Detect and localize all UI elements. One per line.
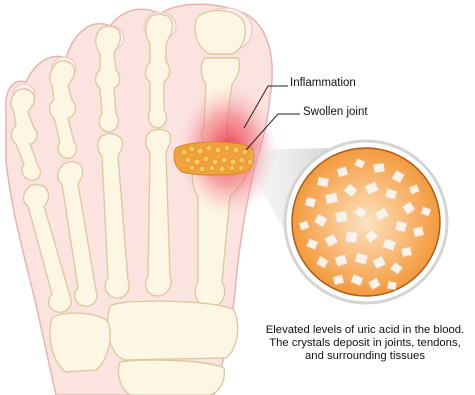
inflammation-label: Inflammation [290,77,356,89]
caption: Elevated levels of uric acid in the bloo… [258,324,472,363]
swollen-joint-label: Swollen joint [303,106,368,118]
caption-line-3: and surrounding tissues [258,350,472,363]
cuboid-bone [50,313,110,372]
crystal-deposit [174,142,254,175]
big-toe-distal-phalanx [195,11,245,55]
caption-line-1: Elevated levels of uric acid in the bloo… [258,324,472,337]
cuneiform-bones [108,301,238,360]
crystal-magnifier [285,141,447,303]
caption-line-2: The crystals deposit in joints, tendons, [258,337,472,350]
navicular-bone [118,360,224,395]
